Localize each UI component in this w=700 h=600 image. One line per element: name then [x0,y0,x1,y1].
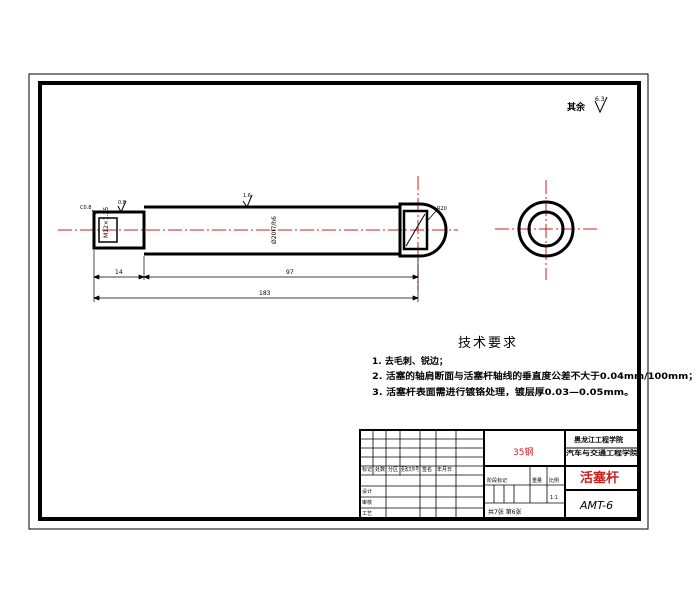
roughness-note-label: 其余 [567,101,586,113]
mark-label-4: 更改文件号 [401,466,419,473]
drawing-number: AMT-6 [579,499,613,512]
school-name-line1: 黑龙江工程学院 [574,435,623,444]
thread-detail [98,217,118,243]
radius-label: R20 [437,206,447,212]
mark-label-3: 分区 [388,466,398,473]
outer-frame [28,73,649,530]
row-label-process: 工艺 [362,511,372,517]
roughness-note-value: 6.3 [595,96,605,103]
row-label-review: 审核 [362,499,372,506]
thread-callout: M12×1.25 [103,207,110,238]
thread-roughness-icon [117,200,127,214]
rod-eye-hatch [405,213,426,247]
stage-label-3: 比例 [549,477,559,484]
stage-label-2: 重量 [532,477,542,484]
material-label: 35钢 [513,446,533,458]
rod-eye-outline [398,202,448,258]
school-name-line2: 汽车与交通工程学院 [566,448,639,457]
requirement-item-2: 2. 活塞的轴肩断面与活塞杆轴线的垂直度公差不大于0.04mm/100mm； [372,370,698,382]
general-roughness-note: 其余 6.3 [567,96,608,114]
shaft-roughness-icon [242,194,253,209]
dim-rod-length: 97 [286,269,294,276]
stage-grid [484,466,565,504]
sheet-info: 共7张 第6张 [488,508,522,516]
thread-roughness-value: 0.8 [118,200,126,206]
mark-label-2: 处数 [375,466,385,473]
requirement-item-3: 3. 活塞杆表面需进行镀铬处理，镀层厚0.03—0.05mm。 [372,386,634,398]
side-outer-circle [517,200,575,258]
technical-requirements: 技术要求 1. 去毛刺、锐边； 2. 活塞的轴肩断面与活塞杆轴线的垂直度公差不大… [372,336,698,398]
dimension-lines [93,250,419,302]
mark-label-1: 标记 [362,466,372,473]
title-block: 35钢 黑龙江工程学院 汽车与交通工程学院 活塞杆 AMT-6 标记 处数 分区… [359,429,640,520]
shaft-roughness-value: 1.6 [243,193,251,199]
title-block-frame [359,429,640,520]
radius-leader [427,210,437,221]
mark-label-6: 年月日 [437,466,452,473]
rod-main-view: M12×1.25 Ø20f7/h6 C0.8 0.8 1.6 R20 14 97… [58,176,458,302]
requirement-item-1: 1. 去毛刺、锐边； [372,355,448,367]
chamfer-label: C0.8 [80,205,91,211]
part-name: 活塞杆 [580,470,619,486]
rod-side-view [495,180,598,280]
shaft-fit-callout: Ø20f7/h6 [271,216,278,244]
side-inner-circle [527,210,565,248]
scale-value: 1:1 [550,495,558,501]
row-label-design: 设计 [362,488,372,495]
requirements-title: 技术要求 [458,336,518,351]
dim-thread-length: 14 [115,269,123,276]
dim-total-length: 183 [259,290,271,297]
inner-border [38,81,641,521]
chamfer-leader [91,209,97,215]
roughness-symbol-icon [594,96,608,114]
title-block-grid [360,430,484,519]
rod-eye-bore [402,209,429,251]
stage-label-1: 阶段标记 [487,477,507,484]
mark-label-5: 签名 [422,466,432,473]
